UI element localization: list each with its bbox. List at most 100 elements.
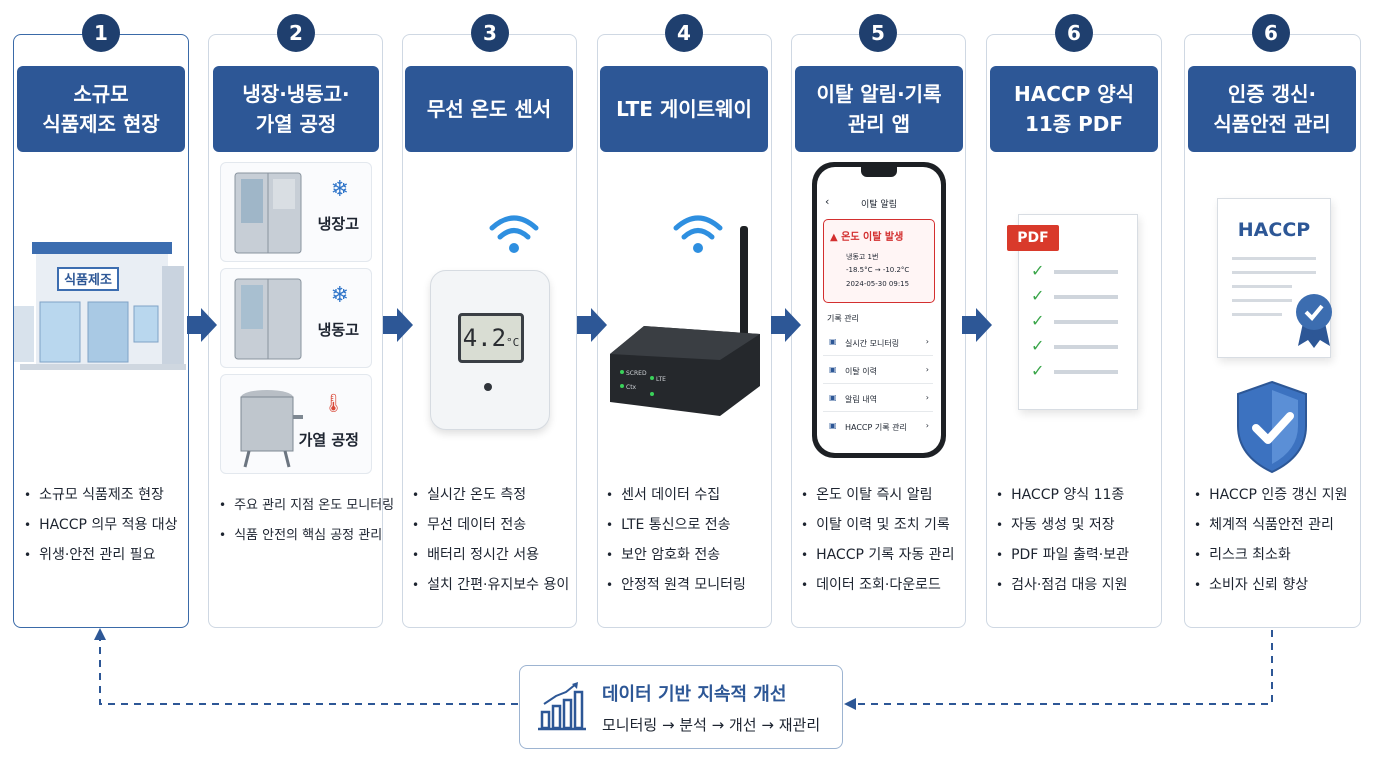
refrigerator-icon: [234, 172, 302, 254]
title-line: 냉장·냉동고·: [242, 82, 350, 106]
checklist: ✓ ✓ ✓ ✓ ✓: [1031, 261, 1127, 386]
sensor-button: [484, 383, 492, 391]
step-title: LTE 게이트웨이: [600, 66, 768, 152]
arrow-right-icon: [383, 308, 413, 342]
check-icon: ✓: [1031, 286, 1045, 305]
bullet-item: 위생·안전 관리 필요: [24, 544, 178, 574]
thermometer-icon: 🌡: [322, 393, 345, 414]
menu-item[interactable]: ▣ HACCP 기록 관리 ›: [823, 415, 933, 439]
temperature-sensor: 4.2°C: [430, 270, 550, 430]
menu-icon: ▣: [829, 421, 837, 430]
menu-icon: ▣: [829, 365, 837, 374]
pdf-document: PDF ✓ ✓ ✓ ✓ ✓: [1007, 214, 1138, 410]
bullet-item: 체계적 식품안전 관리: [1194, 514, 1348, 544]
step-title: 소규모 식품제조 현장: [17, 66, 185, 152]
award-ribbon-icon: [1296, 294, 1332, 348]
warning-icon: ▲: [830, 232, 842, 243]
title-line: 인증 갱신·: [1227, 82, 1317, 106]
led-label: SCRED: [626, 370, 647, 377]
wifi-icon: [673, 215, 723, 253]
step-title: 인증 갱신· 식품안전 관리: [1188, 66, 1356, 152]
checklist-line: [1054, 369, 1119, 374]
arrow-right-icon: [187, 308, 217, 342]
menu-item[interactable]: ▣ 이탈 이력 ›: [823, 359, 933, 384]
bullet-item: 소비자 신뢰 향상: [1194, 574, 1348, 604]
freezer-icon: [234, 278, 302, 360]
certificate-line: [1232, 299, 1292, 302]
step-title: 이탈 알림·기록 관리 앱: [795, 66, 963, 152]
arrow-right-icon: [771, 308, 801, 342]
menu-label: HACCP 기록 관리: [845, 423, 907, 432]
bullet-list: 센서 데이터 수집 LTE 통신으로 전송 보안 암호화 전송 안정적 원격 모…: [606, 484, 746, 604]
bullet-item: HACCP 기록 자동 관리: [801, 544, 954, 574]
step-number: 3: [471, 14, 509, 52]
menu-label: 이탈 이력: [845, 367, 877, 376]
bullet-list: 온도 이탈 즉시 알림 이탈 이력 및 조치 기록 HACCP 기록 자동 관리…: [801, 484, 955, 604]
bullet-item: 데이터 조회·다운로드: [801, 574, 955, 604]
bullet-list: HACCP 인증 갱신 지원 체계적 식품안전 관리 리스크 최소화 소비자 신…: [1194, 484, 1348, 604]
bullet-item: 주요 관리 지점 온도 모니터링: [219, 494, 394, 524]
arrow-right-icon: [577, 308, 607, 342]
led-label: LTE: [656, 376, 666, 383]
alert-title: ▲ 온도 이탈 발생: [830, 228, 903, 243]
bullet-item: HACCP 양식 11종: [996, 484, 1129, 514]
phone-notch: [861, 167, 897, 177]
bullet-item: 센서 데이터 수집: [606, 484, 746, 514]
heating-panel: 🌡 가열 공정: [220, 374, 372, 474]
fridge-label: 냉장고: [317, 215, 359, 233]
title-line: LTE 게이트웨이: [616, 97, 752, 121]
led-label: Ctx: [626, 384, 637, 391]
chevron-right-icon: ›: [925, 337, 929, 346]
bar-chart-growth-icon: [538, 682, 586, 731]
feedback-loop-connector: [94, 628, 1273, 710]
check-icon: ✓: [1031, 261, 1045, 280]
step-number: 6: [1252, 14, 1290, 52]
step-title: HACCP 양식 11종 PDF: [990, 66, 1158, 152]
bullet-item: 이탈 이력 및 조치 기록: [801, 514, 955, 544]
improvement-cycle: 모니터링 → 분석 → 개선 → 재관리: [602, 716, 821, 734]
menu-item[interactable]: ▣ 실시간 모니터링 ›: [823, 331, 933, 356]
sensor-display: 4.2°C: [458, 313, 524, 363]
bullet-item: LTE 통신으로 전송: [606, 514, 746, 544]
heating-label: 가열 공정: [298, 431, 359, 449]
alert-line: -18.5°C → -10.2°C: [846, 266, 910, 274]
cooking-pot-icon: [240, 390, 303, 468]
snowflake-icon: ❄: [330, 283, 349, 308]
bullet-item: 무선 데이터 전송: [412, 514, 569, 544]
title-line: 무선 온도 센서: [426, 97, 552, 121]
menu-item[interactable]: ▣ 알림 내역 ›: [823, 387, 933, 412]
bullet-item: 온도 이탈 즉시 알림: [801, 484, 955, 514]
certificate-line: [1232, 313, 1282, 316]
smartphone: ‹ 이탈 알림 ▲ 온도 이탈 발생 냉동고 1번 -18.5°C → -10.…: [812, 162, 946, 458]
phone-screen: ‹ 이탈 알림 ▲ 온도 이탈 발생 냉동고 1번 -18.5°C → -10.…: [817, 167, 941, 453]
bullet-item: 배터리 정시간 서용: [412, 544, 569, 574]
bullet-item: 식품 안전의 핵심 공정 관리: [219, 524, 394, 554]
alert-line: 2024-05-30 09:15: [846, 280, 910, 288]
alert-title-text: 온도 이탈 발생: [841, 232, 904, 243]
step-number: 1: [82, 14, 120, 52]
title-line: 식품안전 관리: [1213, 112, 1331, 136]
title-line: 소규모: [73, 82, 129, 106]
step-title: 무선 온도 센서: [405, 66, 573, 152]
pdf-badge: PDF: [1007, 225, 1059, 251]
checklist-line: [1054, 344, 1119, 349]
fridge-panel: ❄ 냉장고: [220, 162, 372, 262]
bullet-list: 소규모 식품제조 현장 HACCP 의무 적용 대상 위생·안전 관리 필요: [24, 484, 178, 574]
bullet-item: 검사·점검 대응 지원: [996, 574, 1129, 604]
menu-icon: ▣: [829, 337, 837, 346]
step-number: 5: [859, 14, 897, 52]
alert-line: 냉동고 1번: [846, 253, 879, 261]
factory-building-icon: 식품제조: [14, 242, 186, 370]
sensor-unit: °C: [506, 336, 520, 349]
sensor-reading: 4.2: [462, 324, 507, 352]
bullet-item: 소규모 식품제조 현장: [24, 484, 178, 514]
check-icon: ✓: [1031, 336, 1045, 355]
bullet-item: HACCP 의무 적용 대상: [24, 514, 177, 544]
title-line: 이탈 알림·기록: [816, 82, 942, 106]
bullet-list: HACCP 양식 11종 자동 생성 및 저장 PDF 파일 출력·보관 검사·…: [996, 484, 1129, 604]
freezer-panel: ❄ 냉동고: [220, 268, 372, 368]
bullet-item: 안정적 원격 모니터링: [606, 574, 746, 604]
checklist-line: [1054, 319, 1119, 324]
alert-box[interactable]: ▲ 온도 이탈 발생 냉동고 1번 -18.5°C → -10.2°C 2024…: [823, 219, 935, 303]
back-icon[interactable]: ‹: [825, 195, 830, 208]
